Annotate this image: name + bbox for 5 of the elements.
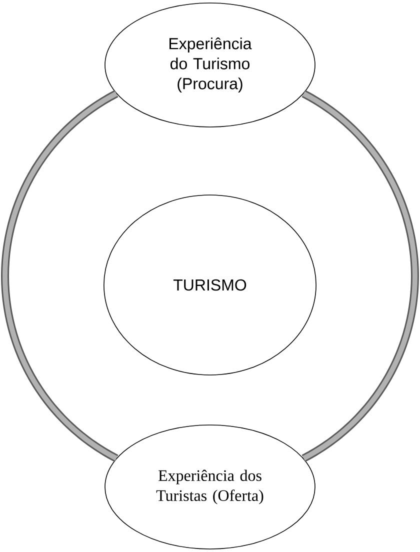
- ellipse-node: Experiência dos Turistas (Oferta): [104, 424, 316, 550]
- ring-arc: [1, 90, 118, 462]
- ellipse-node: Experiência do Turismo (Procura): [104, 2, 316, 128]
- ring-arc: [302, 90, 419, 462]
- ellipse-node: TURISMO: [104, 194, 316, 376]
